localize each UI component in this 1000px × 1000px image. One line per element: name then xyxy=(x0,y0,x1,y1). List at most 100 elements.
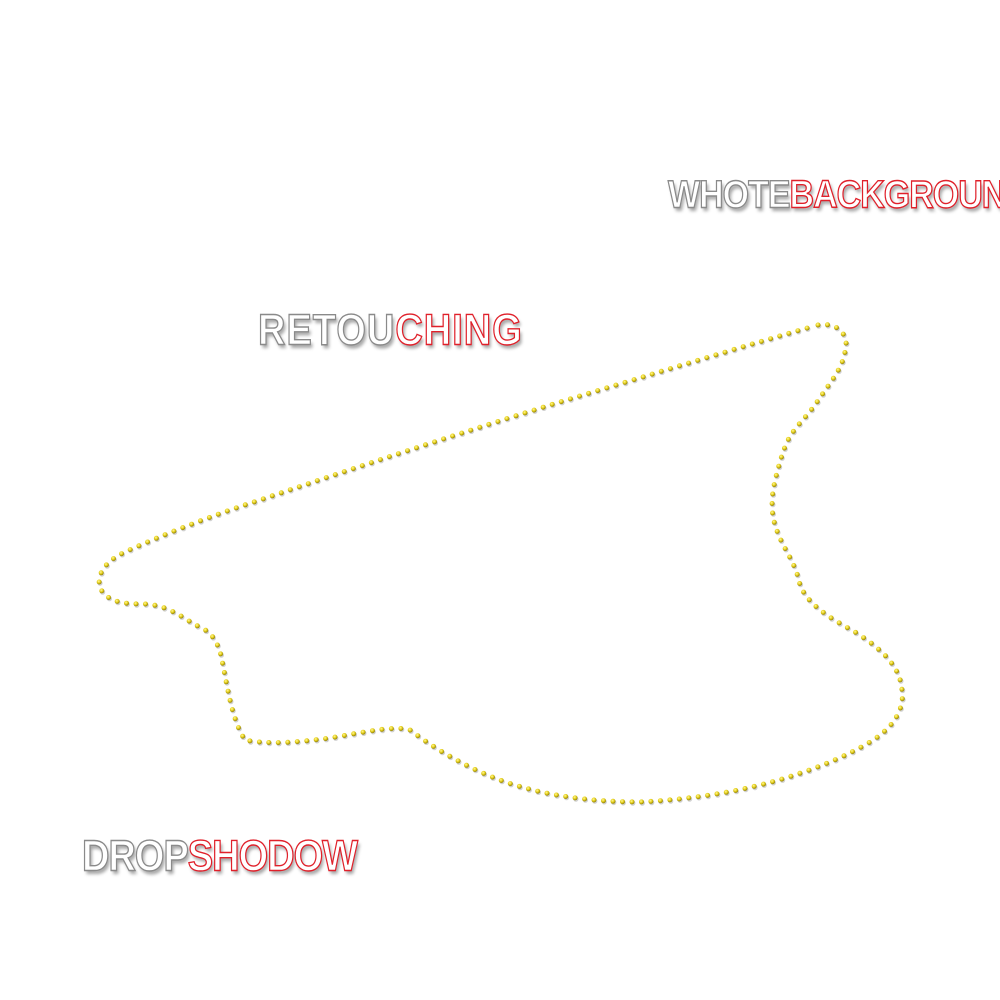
outline-dot xyxy=(162,532,168,538)
outline-dot xyxy=(359,463,365,469)
outline-dot xyxy=(657,798,663,804)
outline-dot xyxy=(613,382,619,388)
outline-dot xyxy=(769,501,775,506)
outline-dot xyxy=(464,762,469,768)
outline-dot xyxy=(876,646,882,652)
outline-dot xyxy=(563,794,569,799)
outline-dot xyxy=(705,792,711,798)
outline-dot xyxy=(667,797,673,803)
white-background-label-part1: WHOTE xyxy=(667,172,791,217)
retouching-label-part2: CHING xyxy=(395,306,523,356)
outline-dot xyxy=(771,482,777,488)
outline-dot xyxy=(722,349,728,355)
outline-dot xyxy=(695,794,701,800)
outline-dot xyxy=(790,428,796,434)
outline-dot xyxy=(405,448,410,454)
outline-dot xyxy=(844,625,850,631)
outline-dot xyxy=(522,410,528,416)
outline-dot xyxy=(225,688,231,694)
outline-dot xyxy=(889,660,895,666)
outline-dot xyxy=(622,379,628,385)
outline-dot xyxy=(455,758,461,764)
outline-dot xyxy=(836,620,842,626)
outline-dot xyxy=(610,798,616,804)
outline-dot xyxy=(858,744,864,750)
outline-dot xyxy=(815,322,821,328)
outline-dot xyxy=(96,579,102,585)
outline-dot xyxy=(287,487,293,493)
outline-dot xyxy=(232,716,238,722)
outline-dot xyxy=(186,618,192,624)
outline-dot xyxy=(572,795,578,801)
outline-dot xyxy=(695,357,701,363)
outline-dot xyxy=(778,537,784,543)
outline-dot xyxy=(658,368,664,374)
outline-dot xyxy=(294,739,300,745)
outline-dot xyxy=(797,770,803,776)
retouching-label-part1: RETOU xyxy=(257,306,396,356)
outline-dot xyxy=(526,786,531,792)
outline-dot xyxy=(686,360,692,366)
outline-dot xyxy=(395,451,401,457)
outline-dot xyxy=(260,496,266,502)
outline-dot xyxy=(882,728,887,734)
outline-dot xyxy=(472,767,478,772)
outline-dot xyxy=(432,439,438,445)
outline-dot xyxy=(601,798,606,804)
outline-dot xyxy=(504,416,510,422)
outline-dot xyxy=(815,764,821,770)
outline-dot xyxy=(803,414,808,420)
outline-dot xyxy=(368,460,374,466)
outline-dot xyxy=(486,421,492,427)
outline-dot xyxy=(341,469,347,475)
outline-dot xyxy=(825,322,830,328)
outline-dot xyxy=(853,629,859,635)
outline-dot xyxy=(640,374,646,380)
outline-dot xyxy=(439,749,445,754)
outline-dot xyxy=(839,359,845,365)
outline-dot xyxy=(888,722,894,727)
outline-dot xyxy=(145,539,151,545)
outline-dot xyxy=(782,445,787,451)
outline-dot xyxy=(804,325,810,331)
outline-dot xyxy=(481,770,487,776)
outline-dot xyxy=(266,740,272,745)
outline-dot xyxy=(251,499,257,505)
outline-dot xyxy=(758,338,764,344)
outline-dot xyxy=(620,799,625,805)
outline-dot xyxy=(350,466,356,472)
outline-dot xyxy=(305,481,311,487)
outline-dot xyxy=(677,363,682,369)
outline-dot xyxy=(498,778,504,783)
outline-dot xyxy=(275,740,281,746)
outline-dot xyxy=(236,725,241,731)
outline-dot xyxy=(883,653,888,659)
outline-dot xyxy=(388,726,394,732)
outline-dot xyxy=(124,600,129,606)
outline-dot xyxy=(629,799,635,805)
outline-dot xyxy=(686,795,692,801)
outline-dot xyxy=(586,390,592,396)
outline-dot xyxy=(240,733,246,739)
outline-dot xyxy=(768,336,774,342)
outline-dot xyxy=(224,508,230,514)
outline-dot xyxy=(103,562,109,568)
outline-dot xyxy=(540,404,546,410)
outline-dot xyxy=(323,736,329,742)
outline-dot xyxy=(314,478,320,484)
outline-dot xyxy=(431,743,436,749)
outline-dot xyxy=(714,791,720,797)
outline-dot xyxy=(742,786,748,791)
outline-dot xyxy=(278,490,284,496)
outline-dot xyxy=(313,737,319,743)
outline-dot xyxy=(770,510,776,516)
outline-dot xyxy=(106,595,112,600)
outline-dot xyxy=(842,350,848,355)
outline-dot xyxy=(214,642,220,648)
outline-dot xyxy=(899,686,905,692)
outline-dot xyxy=(806,597,812,603)
outline-dot xyxy=(595,388,601,394)
outline-dot xyxy=(676,796,682,802)
outline-dot xyxy=(247,738,253,744)
